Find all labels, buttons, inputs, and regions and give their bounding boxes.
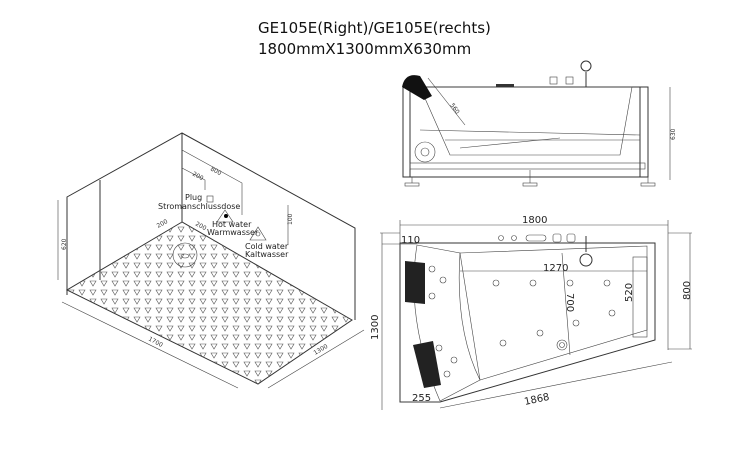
cold-water-icon bbox=[249, 226, 267, 241]
drawing-line bbox=[603, 279, 611, 287]
drawing-line bbox=[267, 329, 365, 389]
dim-800: 800 bbox=[209, 166, 223, 178]
drawing-line bbox=[180, 253, 190, 259]
isometric-installation-view: 800 200 100 620 200 200 1700 1300 Plug S… bbox=[57, 132, 365, 389]
dim-255: 255 bbox=[412, 393, 431, 404]
drawing-line bbox=[459, 137, 561, 149]
drawing-line bbox=[439, 361, 673, 409]
tap-icon bbox=[552, 233, 562, 243]
drawing-line bbox=[428, 265, 436, 273]
drawing-line bbox=[181, 167, 206, 190]
dim-630: 630 bbox=[670, 128, 677, 140]
drawing-line bbox=[439, 276, 447, 284]
side-elevation-view: 560 630 bbox=[402, 60, 677, 187]
dim-200-left: 200 bbox=[156, 218, 170, 230]
dim-1868: 1868 bbox=[523, 392, 550, 408]
drawing-line bbox=[496, 84, 514, 87]
drawing-line bbox=[255, 231, 261, 237]
drawing-line bbox=[549, 76, 558, 85]
control-button bbox=[511, 235, 517, 241]
dim-520: 520 bbox=[624, 283, 635, 302]
drawing-line bbox=[522, 182, 538, 187]
cold-water-label: Cold water bbox=[245, 242, 289, 251]
dim-110: 110 bbox=[401, 235, 420, 246]
model-title: GE105E(Right)/GE105E(rechts) bbox=[258, 19, 491, 37]
drawing-line bbox=[427, 77, 466, 126]
dim-700: 700 bbox=[564, 293, 575, 312]
drawing-line bbox=[565, 76, 574, 85]
drawing-line bbox=[443, 370, 451, 378]
plug-label-de: Stromanschlussdose bbox=[158, 202, 240, 211]
drawing-line bbox=[529, 279, 537, 287]
headrest-pillow-icon bbox=[405, 261, 425, 304]
drawing-line bbox=[409, 162, 646, 170]
dim-1300: 1300 bbox=[370, 315, 381, 340]
dim-200-wall: 200 bbox=[191, 171, 205, 183]
drawing-line bbox=[224, 214, 228, 218]
drawing-line bbox=[559, 342, 565, 348]
drawing-line bbox=[566, 279, 574, 287]
hot-water-label-de: Warmwasser bbox=[207, 228, 259, 237]
drawing-line bbox=[556, 339, 568, 351]
hot-water-icon bbox=[216, 209, 234, 223]
dim-1700: 1700 bbox=[147, 336, 164, 349]
drawing-line bbox=[416, 244, 481, 402]
top-plan-view: 1800 1300 800 110 1270 700 520 255 1868 bbox=[370, 215, 693, 410]
dim-560: 560 bbox=[448, 102, 460, 116]
pump-icon bbox=[414, 141, 436, 163]
model-dimensions: 1800mmX1300mmX630mm bbox=[258, 40, 472, 58]
hot-water-label: Hot water bbox=[212, 220, 252, 229]
cold-water-label-de: Kaltwasser bbox=[245, 250, 289, 259]
dim-800: 800 bbox=[682, 281, 693, 300]
drawing-line bbox=[492, 279, 500, 287]
drawing-line bbox=[450, 356, 458, 364]
control-panel bbox=[525, 234, 547, 242]
drawing-line bbox=[572, 319, 580, 327]
drawing-line bbox=[435, 344, 443, 352]
tap-icon bbox=[566, 233, 576, 243]
dim-1270: 1270 bbox=[543, 263, 568, 274]
shower-head-icon bbox=[580, 60, 592, 72]
drawing-line bbox=[499, 339, 507, 347]
drawing-line bbox=[632, 256, 648, 338]
dim-200-right: 200 bbox=[194, 221, 208, 233]
drawing-line bbox=[640, 182, 656, 187]
drawing-line bbox=[181, 149, 243, 215]
plug-label: Plug bbox=[185, 193, 202, 202]
drawing-line bbox=[61, 301, 239, 389]
drawing-line bbox=[428, 292, 436, 300]
tub-outline bbox=[399, 242, 656, 403]
drawing-line bbox=[420, 147, 430, 157]
control-button bbox=[498, 235, 504, 241]
drain-circle bbox=[172, 242, 198, 268]
dim-100: 100 bbox=[287, 213, 294, 225]
headrest-pillow-icon bbox=[413, 341, 441, 388]
drawing-line bbox=[419, 86, 633, 156]
drawing-line bbox=[419, 129, 641, 136]
plug-socket-icon bbox=[206, 195, 214, 203]
floor-pattern bbox=[67, 222, 352, 384]
dim-620: 620 bbox=[61, 238, 68, 250]
headrest-icon bbox=[402, 75, 432, 100]
drawing-line bbox=[561, 252, 571, 356]
drawing-line bbox=[536, 329, 544, 337]
massage-jets bbox=[428, 265, 616, 378]
drawing-line bbox=[608, 309, 616, 317]
shower-head-icon bbox=[579, 253, 593, 267]
dim-1800: 1800 bbox=[522, 215, 547, 226]
drawing-line bbox=[404, 182, 420, 187]
